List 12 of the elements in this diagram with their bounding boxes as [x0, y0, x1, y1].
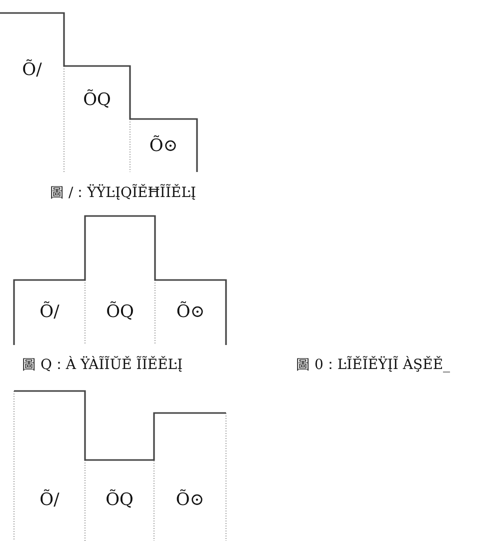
figure-caption: 圖 /：ŸŸĿĮQĨĚĦĨĨĚĿĮ: [50, 186, 196, 200]
column-label: Õ⊙: [149, 138, 178, 154]
column-label: ÕQ: [106, 304, 134, 320]
column-label: Õ/: [40, 304, 60, 320]
figure-caption: 圖 Q：À ŸÀĨĨŬĚ ĨĨĚĚĿĮ: [22, 358, 183, 372]
column-label: Õ/: [22, 62, 42, 78]
column-label: ÕQ: [83, 92, 111, 108]
figure-caption: 圖 0：ĿĨĚĨĚŸĮĨ ÀŞĚĚ_: [296, 358, 450, 372]
column-label: Õ⊙: [176, 304, 205, 320]
column-label: Õ⊙: [176, 492, 204, 508]
column-label: Õ/: [40, 492, 60, 508]
column-label: ÕQ: [106, 492, 134, 508]
